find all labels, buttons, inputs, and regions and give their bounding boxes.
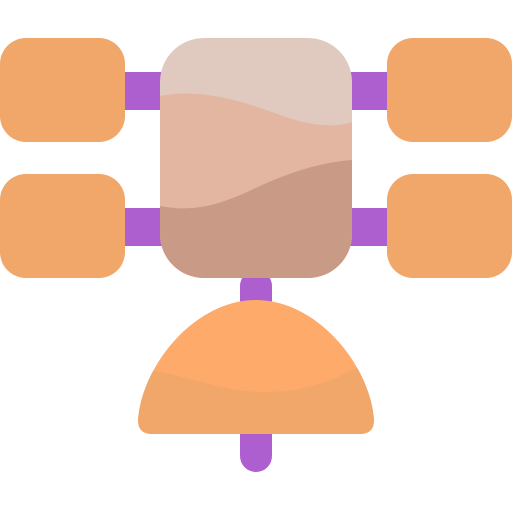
- connector-left-top: [118, 72, 166, 110]
- connector-right-bottom: [346, 208, 394, 246]
- right-top-node: [387, 38, 512, 142]
- central-node: [160, 38, 352, 278]
- dome-node-bottom-band: [138, 355, 374, 434]
- right-bottom-node: [387, 174, 512, 278]
- left-top-node: [0, 38, 125, 142]
- connector-left-bottom: [118, 208, 166, 246]
- central-node-bottom-band: [160, 160, 352, 278]
- dome-node: [138, 300, 374, 434]
- left-bottom-node: [0, 174, 125, 278]
- connector-right-top: [346, 72, 394, 110]
